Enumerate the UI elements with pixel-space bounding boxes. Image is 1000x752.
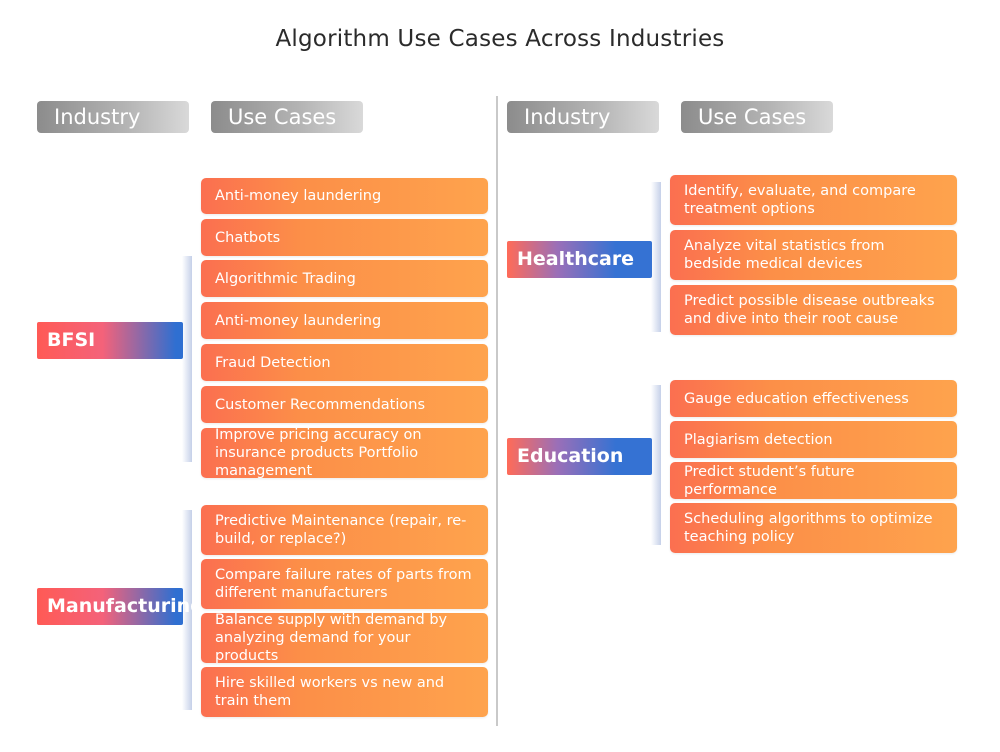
case-bfsi-5: Fraud Detection [201, 344, 488, 381]
use-cases-header-right: Use Cases [681, 101, 833, 133]
case-bfsi-7: Improve pricing accuracy on insurance pr… [201, 427, 488, 479]
case-manufacturing-4: Hire skilled workers vs new and train th… [201, 667, 488, 717]
case-bfsi-1: Anti-money laundering [201, 178, 488, 214]
bfsi-bracket [182, 256, 192, 462]
page-title: Algorithm Use Cases Across Industries [275, 26, 725, 52]
healthcare-bracket [651, 182, 661, 332]
case-education-4: Scheduling algorithms to optimize teachi… [670, 503, 957, 553]
case-healthcare-1: Identify, evaluate, and compare treatmen… [670, 175, 957, 225]
industry-header-right: Industry [507, 101, 659, 133]
case-bfsi-2: Chatbots [201, 219, 488, 256]
column-divider [496, 96, 498, 726]
case-manufacturing-1: Predictive Maintenance (repair, re-build… [201, 505, 488, 555]
case-healthcare-3: Predict possible disease outbreaks and d… [670, 285, 957, 335]
industry-header-left: Industry [37, 101, 189, 133]
use-cases-header-left: Use Cases [211, 101, 363, 133]
education-bracket [651, 385, 661, 545]
case-healthcare-2: Analyze vital statistics from bedside me… [670, 230, 957, 280]
case-bfsi-4: Anti-money laundering [201, 302, 488, 339]
industry-education: Education [507, 438, 652, 475]
case-education-3: Predict student’s future performance [670, 462, 957, 499]
case-bfsi-6: Customer Recommendations [201, 386, 488, 423]
case-education-2: Plagiarism detection [670, 421, 957, 458]
industry-healthcare: Healthcare [507, 241, 652, 278]
industry-manufacturing: Manufacturing [37, 588, 204, 625]
manufacturing-bracket [182, 510, 192, 710]
case-manufacturing-2: Compare failure rates of parts from diff… [201, 559, 488, 609]
case-bfsi-3: Algorithmic Trading [201, 260, 488, 297]
case-manufacturing-3: Balance supply with demand by analyzing … [201, 612, 488, 664]
industry-bfsi: BFSI [37, 322, 183, 359]
case-education-1: Gauge education effectiveness [670, 380, 957, 417]
